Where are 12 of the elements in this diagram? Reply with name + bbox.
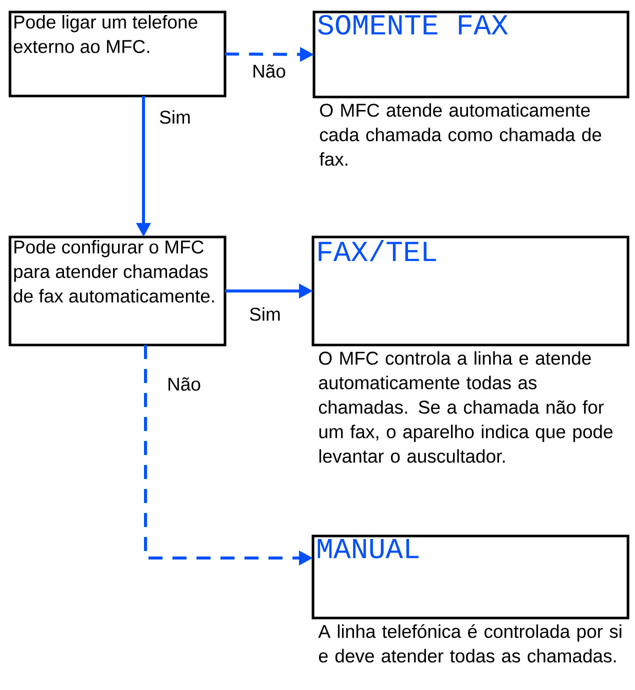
question-box: Pode configurar o MFC para atender chamadas de fax automaticamente. [8, 236, 226, 346]
mode-display-box: MANUAL [312, 534, 630, 620]
mode-display-box: SOMENTE FAX [312, 10, 630, 98]
edge-label: Sim [158, 109, 192, 125]
edge-label: Não [251, 63, 287, 79]
description-text: O MFC controla a linha e atende automaticamente todas as chamadas. Se a chamada não for um fax, o aparelho indica que pode levantar o auscultador. [318, 351, 612, 463]
question-box: Pode ligar um telefone externo ao MFC. [8, 10, 226, 98]
mode-display-box: FAX/TEL [312, 236, 630, 346]
description-text: O MFC atende automaticamente cada chamada como chamada de fax. [319, 103, 602, 166]
edge-label: Não [166, 376, 202, 392]
description-text: A linha telefónica é controlada por si e deve atender todas as chamadas. [318, 624, 622, 662]
edge-label: Sim [248, 306, 282, 322]
